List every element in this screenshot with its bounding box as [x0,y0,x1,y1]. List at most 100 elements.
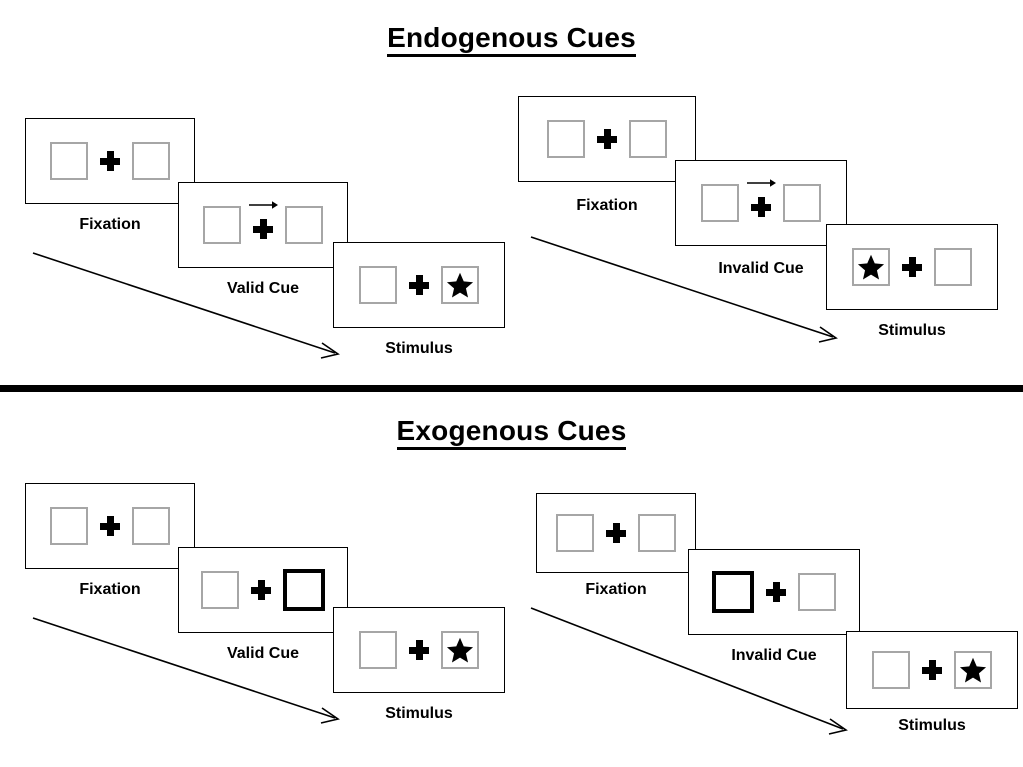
panel-label-endogenous-valid-cue: Valid Cue [226,280,300,297]
plus-icon [902,257,922,277]
panel-content [203,201,323,249]
panel-content [201,566,325,614]
panel-endogenous-valid-stimulus[interactable] [333,242,505,328]
target-box-right [441,266,479,304]
section-divider [0,385,1023,392]
placeholder-box-right [783,184,821,222]
placeholder-box-left [701,184,739,222]
panel-exogenous-invalid-cue[interactable] [688,549,860,635]
star-icon [446,272,474,298]
panel-content [852,243,972,291]
panel-label-endogenous-invalid-stimulus: Stimulus [878,322,946,339]
placeholder-box-left [50,507,88,545]
panel-label-exogenous-valid-stimulus: Stimulus [385,705,453,722]
fixation-center [397,626,441,674]
panel-exogenous-valid-fixation[interactable] [25,483,195,569]
fixation-center [754,568,798,616]
panel-content [556,509,676,557]
panel-label-endogenous-valid-fixation: Fixation [79,216,141,233]
placeholder-box-left [50,142,88,180]
panel-label-exogenous-valid-fixation: Fixation [79,581,141,598]
trial-group-endogenous-valid: Fixation Valid Cue [0,0,520,380]
placeholder-box-left [547,120,585,158]
plus-icon [409,640,429,660]
fixation-center [739,179,783,227]
trial-group-exogenous-invalid: Fixation Invalid Cue Stimulus [500,385,1023,767]
fixation-center [88,502,132,550]
fixation-center [910,646,954,694]
panel-endogenous-invalid-stimulus[interactable] [826,224,998,310]
panel-endogenous-invalid-cue[interactable] [675,160,847,246]
panel-exogenous-valid-cue[interactable] [178,547,348,633]
placeholder-box-left [201,571,239,609]
plus-icon [606,523,626,543]
fixation-center [585,115,629,163]
timeline-arrow-icon [530,236,838,343]
panel-label-exogenous-invalid-stimulus: Stimulus [898,717,966,734]
panel-label-exogenous-valid-cue: Valid Cue [226,645,300,662]
plus-icon [100,151,120,171]
fixation-center [594,509,638,557]
panel-endogenous-valid-cue[interactable] [178,182,348,268]
panel-exogenous-invalid-fixation[interactable] [536,493,696,573]
plus-icon [922,660,942,680]
plus-icon [251,580,271,600]
plus-icon [409,275,429,295]
cued-box-left [712,571,754,613]
placeholder-box-left [203,206,241,244]
plus-icon [766,582,786,602]
timeline-arrow-icon [32,252,340,359]
placeholder-box-right [638,514,676,552]
panel-endogenous-invalid-fixation[interactable] [518,96,696,182]
placeholder-box-left [359,266,397,304]
panel-label-endogenous-valid-stimulus: Stimulus [385,340,453,357]
panel-label-exogenous-invalid-cue: Invalid Cue [731,647,817,664]
placeholder-box-right [934,248,972,286]
cued-box-right [283,569,325,611]
fixation-center [88,137,132,185]
star-icon [857,254,885,280]
placeholder-box-right [132,142,170,180]
placeholder-box-right [132,507,170,545]
section-title-endogenous: Endogenous Cues [0,22,1023,57]
arrow-right-icon [249,201,278,209]
placeholder-box-right [629,120,667,158]
target-box-left [852,248,890,286]
fixation-center [239,566,283,614]
panel-label-endogenous-invalid-cue: Invalid Cue [718,260,804,277]
placeholder-box-right [798,573,836,611]
panel-content [50,137,170,185]
panel-content [359,626,479,674]
arrow-right-icon [747,179,776,187]
fixation-center [397,261,441,309]
plus-icon [751,197,771,217]
plus-icon [100,516,120,536]
panel-content [547,115,667,163]
target-box-right [441,631,479,669]
panel-label-exogenous-invalid-fixation: Fixation [585,581,647,598]
fixation-center [241,201,285,249]
panel-exogenous-valid-stimulus[interactable] [333,607,505,693]
target-box-right [954,651,992,689]
panel-endogenous-valid-fixation[interactable] [25,118,195,204]
star-icon [446,637,474,663]
placeholder-box-left [872,651,910,689]
placeholder-box-left [359,631,397,669]
fixation-center [890,243,934,291]
timeline-arrow-icon [530,607,848,735]
panel-content [359,261,479,309]
panel-exogenous-invalid-stimulus[interactable] [846,631,1018,709]
star-icon [959,657,987,683]
section-title-endogenous-text: Endogenous Cues [387,22,636,57]
trial-group-exogenous-valid: Fixation Valid Cue Stimulus [0,385,520,767]
section-title-exogenous-text: Exogenous Cues [396,415,627,450]
plus-icon [253,219,273,239]
placeholder-box-right [285,206,323,244]
timeline-arrow-icon [32,617,340,724]
placeholder-box-left [556,514,594,552]
panel-content [701,179,821,227]
panel-content [50,502,170,550]
trial-group-endogenous-invalid: Fixation Invalid Cue [500,0,1023,380]
plus-icon [597,129,617,149]
section-title-exogenous: Exogenous Cues [0,415,1023,450]
